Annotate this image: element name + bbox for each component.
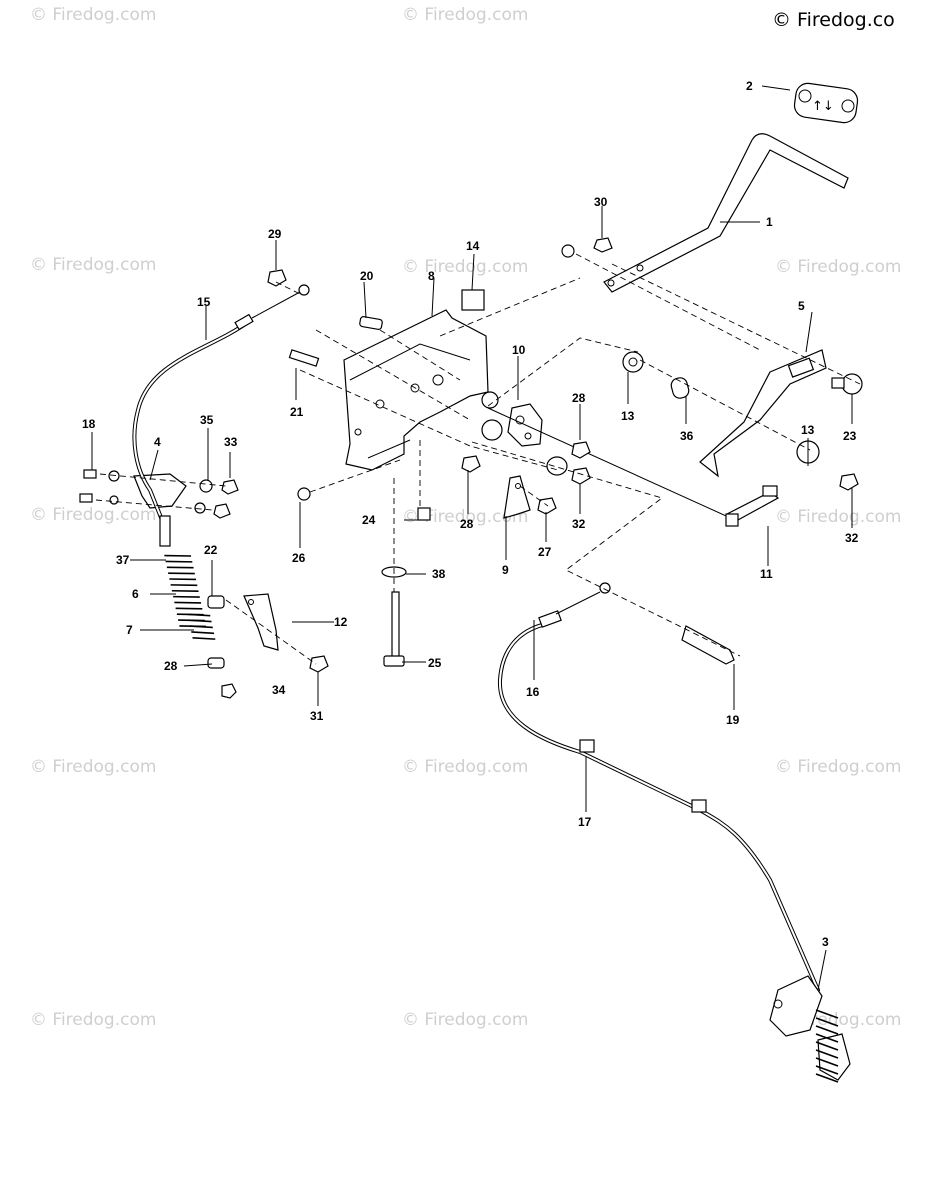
callout-17: 17 — [578, 815, 592, 829]
part-15-cable — [132, 284, 310, 522]
callout-30: 30 — [594, 195, 608, 209]
part-2-decal: ↑↓ — [793, 82, 859, 124]
watermark: © Firedog.com — [402, 507, 528, 527]
callout-3: 3 — [822, 935, 829, 949]
part-6-spring — [159, 515, 237, 699]
callout-2: 2 — [746, 79, 753, 93]
callout-19: 19 — [726, 713, 740, 727]
callout-12: 12 — [334, 615, 348, 629]
part-19-pin — [681, 625, 735, 665]
callout-9: 9 — [502, 563, 509, 577]
part-8-plate — [343, 309, 489, 471]
callout-28-top: 28 — [572, 391, 586, 405]
watermark: © Firedog.com — [775, 257, 901, 277]
part-17-cable — [497, 582, 820, 992]
part-9-bracket — [503, 475, 531, 519]
callout-20: 20 — [360, 269, 374, 283]
callout-32-right: 32 — [845, 531, 859, 545]
callout-18: 18 — [82, 417, 96, 431]
callout-32-mid: 32 — [572, 517, 586, 531]
part-1-lever — [603, 133, 849, 293]
watermark: © Firedog.com — [775, 507, 901, 527]
part-3-assembly — [769, 975, 851, 1083]
watermark: © Firedog.com — [30, 5, 156, 25]
callout-24: 24 — [362, 513, 376, 527]
callout-29: 29 — [268, 227, 282, 241]
callout-34: 34 — [272, 683, 286, 697]
callout-36: 36 — [680, 429, 694, 443]
callout-22: 22 — [204, 543, 218, 557]
callout-7: 7 — [126, 623, 133, 637]
callout-31: 31 — [310, 709, 324, 723]
watermark: © Firedog.com — [30, 505, 156, 525]
callout-33: 33 — [224, 435, 238, 449]
callout-26: 26 — [292, 551, 306, 565]
copyright-text: © Firedog.co — [772, 9, 895, 31]
callout-14: 14 — [466, 239, 480, 253]
watermark: © Firedog.com — [30, 255, 156, 275]
decal-arrows: ↑↓ — [812, 99, 834, 114]
callout-10: 10 — [512, 343, 526, 357]
callout-6: 6 — [132, 587, 139, 601]
callout-15: 15 — [197, 295, 211, 309]
callout-38: 38 — [432, 567, 446, 581]
callout-16: 16 — [526, 685, 540, 699]
watermark: © Firedog.com — [402, 257, 528, 277]
watermark: © Firedog.com — [402, 1010, 528, 1030]
leader-lines — [91, 85, 853, 991]
callout-27: 27 — [538, 545, 552, 559]
assembly-lines — [95, 253, 861, 665]
callout-21: 21 — [290, 405, 304, 419]
callout-28-mid: 28 — [460, 517, 474, 531]
callout-35: 35 — [200, 413, 214, 427]
callout-28-left: 28 — [164, 659, 178, 673]
watermark: © Firedog.com — [30, 757, 156, 777]
callout-23: 23 — [843, 429, 857, 443]
watermark: © Firedog.com — [402, 5, 528, 25]
callout-37: 37 — [116, 553, 130, 567]
callout-25: 25 — [428, 656, 442, 670]
part-5-bracket — [699, 349, 827, 478]
watermark: © Firedog.com — [30, 1010, 156, 1030]
callout-11: 11 — [760, 567, 773, 581]
callouts: 2 1 30 29 14 20 8 15 5 10 21 28 13 13 36… — [82, 79, 859, 949]
callout-4: 4 — [154, 435, 161, 449]
part-25-bolt — [383, 591, 405, 667]
callout-13-left: 13 — [621, 409, 635, 423]
callout-1: 1 — [766, 215, 773, 229]
watermark: © Firedog.com — [775, 757, 901, 777]
watermark: © Firedog.com — [402, 757, 528, 777]
part-12-bracket — [243, 593, 279, 651]
callout-13-right: 13 — [801, 423, 815, 437]
part-11-rod — [487, 407, 780, 527]
callout-8: 8 — [428, 269, 435, 283]
callout-5: 5 — [798, 299, 805, 313]
